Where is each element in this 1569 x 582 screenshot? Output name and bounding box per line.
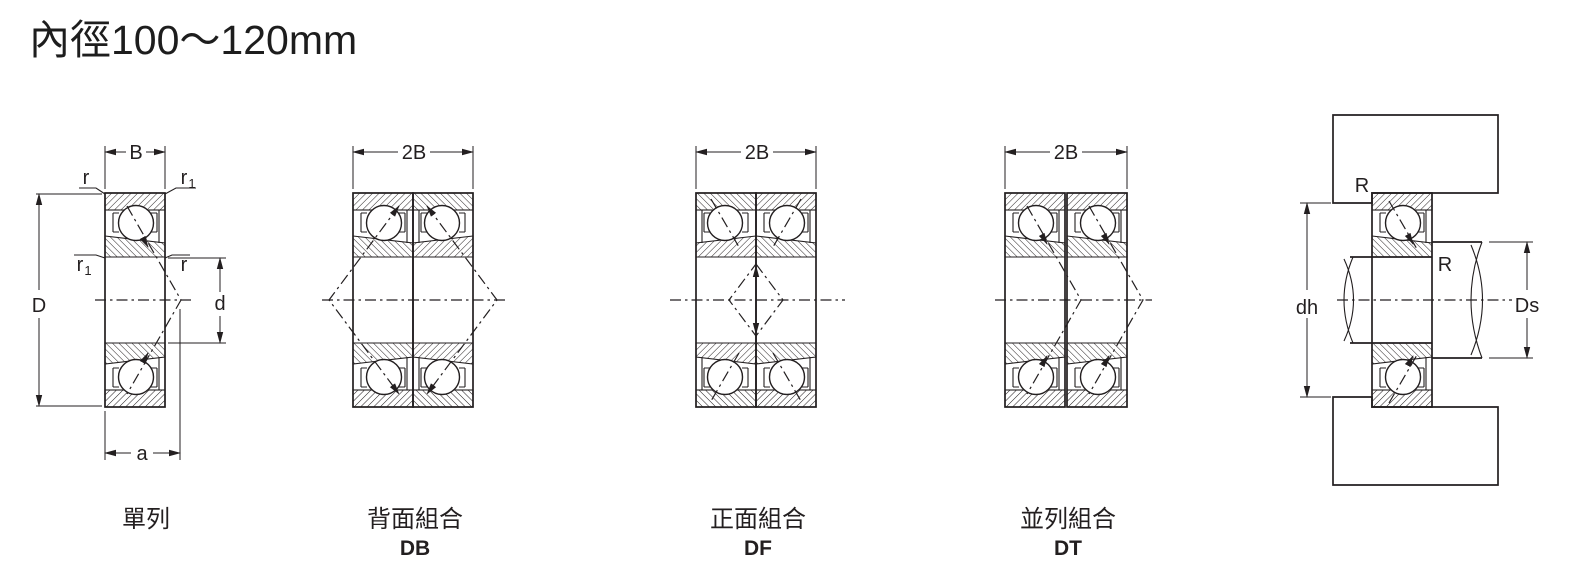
svg-text:r: r	[181, 254, 188, 276]
dim-label-Ds: Ds	[1515, 295, 1539, 317]
caption-db: 背面組合	[367, 506, 463, 533]
fillet-label-shaft: R	[1438, 254, 1452, 276]
dim-2B: 2B	[695, 142, 817, 189]
dim-label-a: a	[136, 443, 148, 465]
dim-label-2B: 2B	[402, 142, 426, 164]
diagram-df: 2B 正面組合 DF	[670, 142, 845, 560]
load-direction-arrows	[139, 235, 149, 365]
chamfer-callout-top-left: r	[79, 167, 106, 195]
chamfer-callout-mid-right: r	[164, 254, 190, 276]
bearing-section-right	[412, 192, 474, 408]
bearing-section	[104, 192, 166, 408]
load-direction-arrows	[1038, 232, 1110, 368]
contact-angle-line-left	[328, 205, 400, 395]
bearing-section-left	[1004, 192, 1066, 408]
svg-text:r: r	[77, 254, 84, 276]
svg-text:r: r	[83, 167, 90, 189]
ball-contact-lines	[710, 198, 802, 402]
dim-label-D: D	[32, 295, 46, 317]
diagram-mounting: R R dh Ds	[1296, 114, 1539, 486]
code-dt: DT	[1054, 537, 1082, 560]
svg-text:1: 1	[188, 176, 195, 191]
contact-angle-line-right	[426, 205, 498, 395]
diagram-single-row: B D d a r	[32, 142, 226, 533]
caption-dt: 並列組合	[1020, 506, 1116, 533]
chamfer-callout-top-right: r 1	[164, 167, 196, 195]
dim-label-2B: 2B	[1054, 142, 1078, 164]
diagram-dt: 2B 並列組合 DT	[995, 142, 1152, 560]
dim-2B: 2B	[352, 142, 474, 189]
dim-B: B	[104, 142, 166, 189]
dim-label-dh: dh	[1296, 297, 1318, 319]
chamfer-callout-mid-left: r 1	[74, 254, 106, 278]
dim-D: D	[32, 193, 102, 407]
dim-a: a	[104, 309, 181, 465]
dim-2B: 2B	[1004, 142, 1128, 189]
svg-text:r: r	[181, 167, 188, 189]
diagram-db: 2B 背面組合 DB	[322, 142, 505, 560]
contact-angle-diamond	[728, 263, 784, 337]
dim-d: d	[168, 257, 226, 344]
code-df: DF	[744, 537, 772, 560]
svg-text:1: 1	[84, 263, 91, 278]
fillet-label-housing: R	[1355, 175, 1369, 197]
load-direction-arrows	[1404, 232, 1414, 368]
housing-lower	[1332, 396, 1499, 486]
code-db: DB	[400, 537, 430, 560]
caption-df: 正面組合	[710, 506, 806, 533]
dim-Ds: Ds	[1489, 241, 1539, 359]
page-title: 內徑100～120mm	[29, 17, 358, 63]
dim-label-2B: 2B	[745, 142, 769, 164]
dim-label-B: B	[129, 142, 142, 164]
caption-single-row: 單列	[122, 506, 170, 533]
dim-dh: dh	[1296, 202, 1331, 398]
dim-label-d: d	[214, 293, 225, 315]
